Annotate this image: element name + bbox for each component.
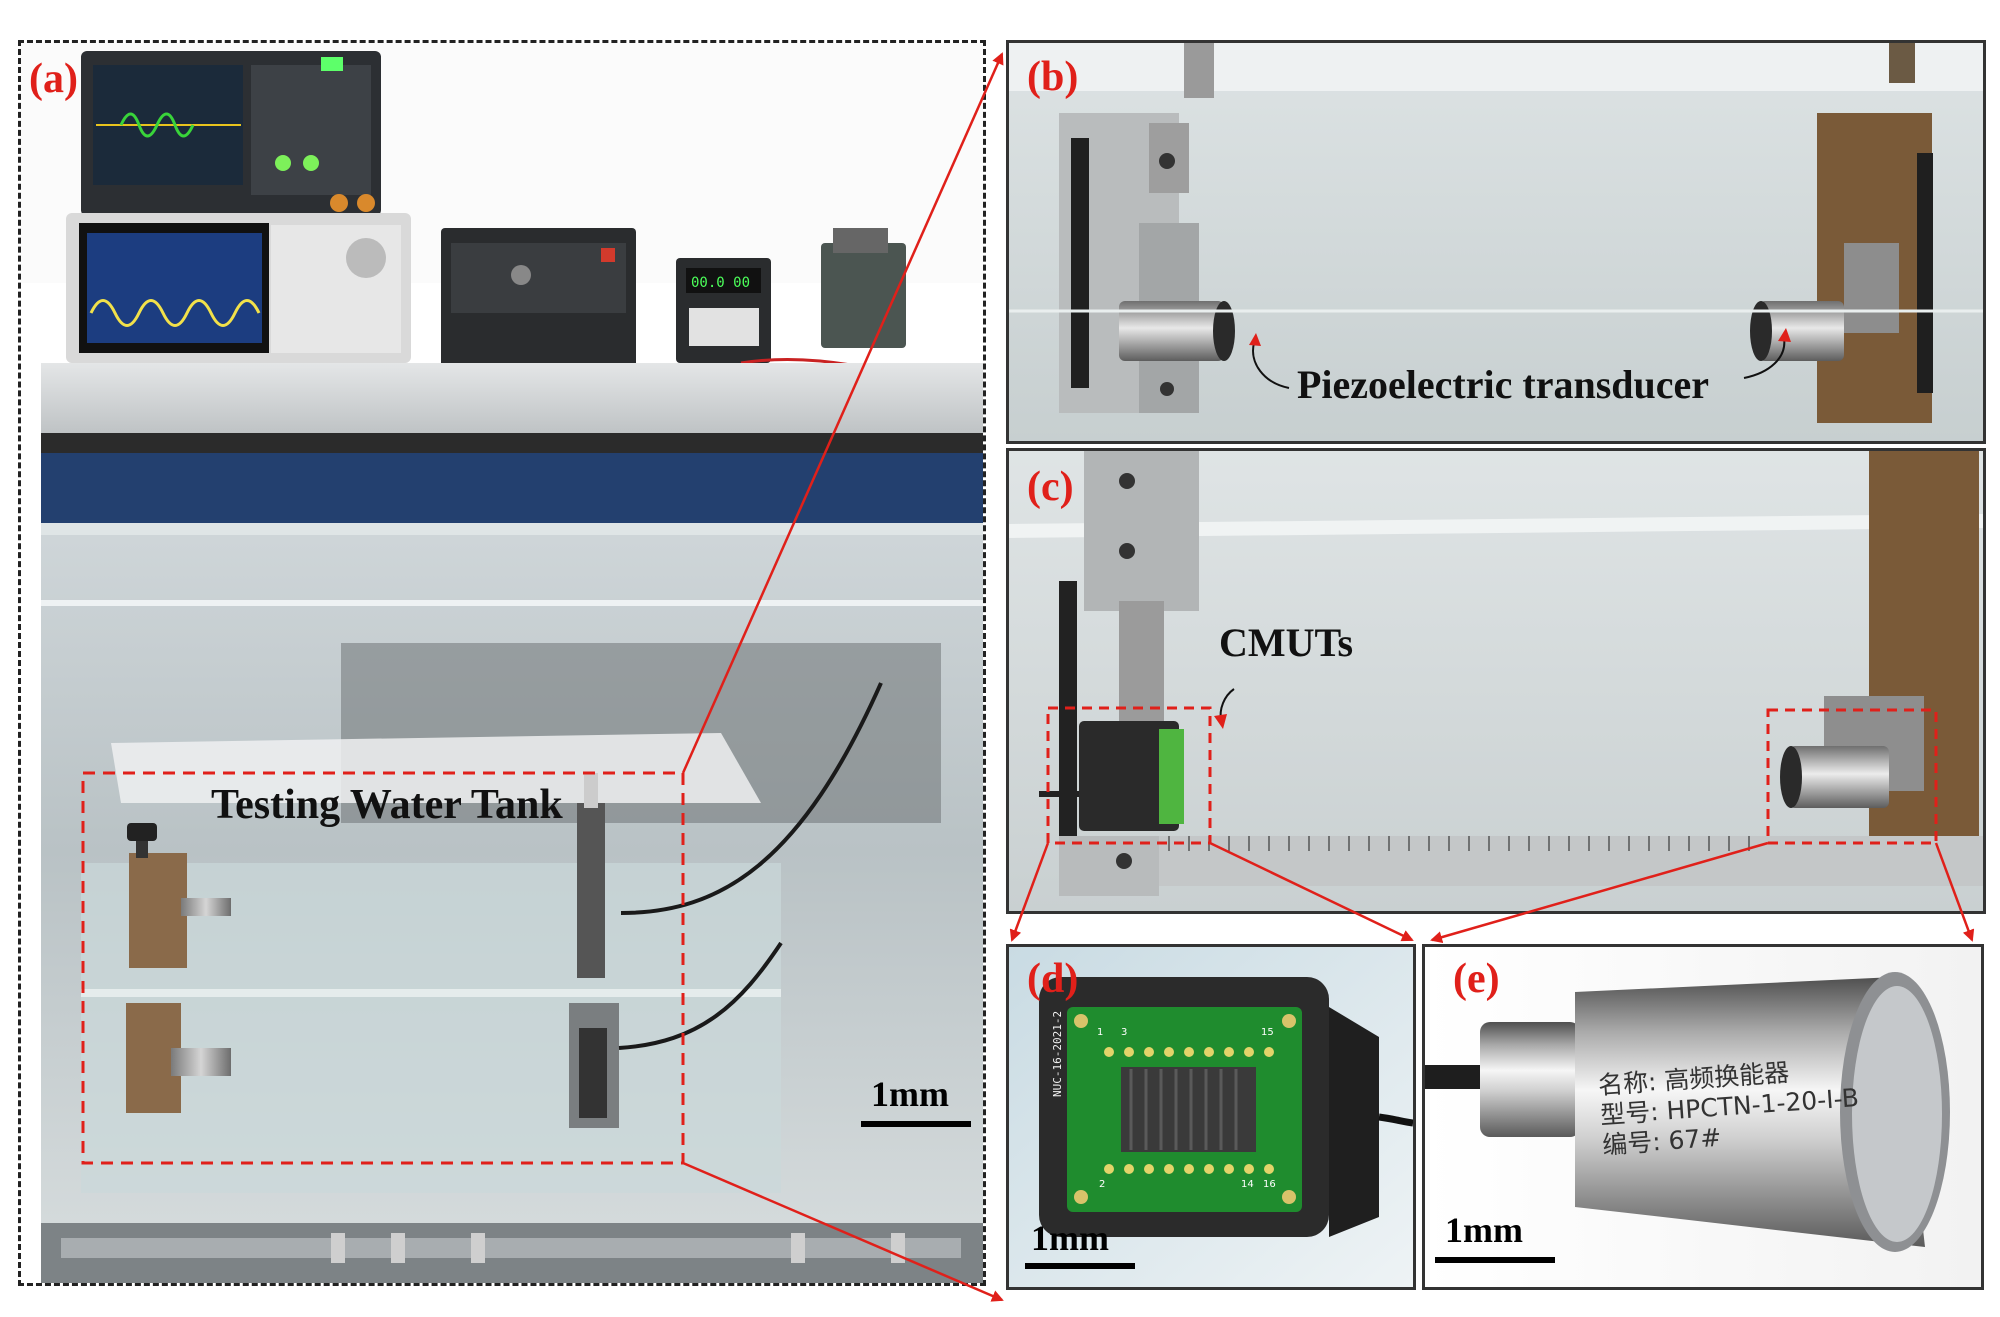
pcb-pin-2: 2 — [1099, 1179, 1106, 1190]
panel-e-photo — [1425, 947, 1981, 1287]
cmuts-caption: CMUTs — [1219, 620, 1354, 665]
panel-d-label: (d) — [1027, 956, 1079, 1002]
transducer-engraving: 名称: 高频换能器 型号: HPCTN-1-20-I-B 编号: 67# — [1597, 1053, 1862, 1161]
piezoelectric-transducer-caption: Piezoelectric transducer — [1297, 362, 1710, 407]
panel-e-scale-bar: 1mm — [1435, 1209, 1565, 1269]
pcb-serial-text: NUC-16-2021-2 — [1051, 1010, 1064, 1097]
testing-water-tank-caption: Testing Water Tank — [211, 782, 563, 828]
pcb-pin-3: 3 — [1121, 1027, 1128, 1038]
svg-text:00.0 00: 00.0 00 — [691, 275, 750, 291]
scale-bar-label: 1mm — [1031, 1218, 1109, 1258]
panel-c: (c) CMUTs — [1006, 448, 1986, 914]
panel-e-label: (e) — [1453, 956, 1500, 1002]
scale-bar-line — [1025, 1263, 1135, 1269]
panel-a: 00.0 00 — [18, 40, 986, 1286]
scale-bar-label: 1mm — [871, 1074, 949, 1114]
panel-a-label: (a) — [29, 56, 78, 102]
pcb-pin-14: 14 — [1241, 1179, 1254, 1190]
pcb-pin-1: 1 — [1097, 1027, 1104, 1038]
panel-d-scale-bar: 1mm — [1025, 1217, 1135, 1277]
pcb-pin-16: 16 — [1263, 1179, 1276, 1190]
scale-bar-label: 1mm — [1445, 1210, 1523, 1250]
panel-a-scale-bar: 1mm — [861, 1073, 971, 1133]
panel-e: 名称: 高频换能器 型号: HPCTN-1-20-I-B 编号: 67# (e)… — [1422, 944, 1984, 1290]
panel-d: NUC-16-2021-2 1 3 15 2 14 16 (d) 1mm — [1006, 944, 1416, 1290]
pcb-pin-15: 15 — [1261, 1027, 1274, 1038]
panel-a-photo: 00.0 00 — [21, 43, 983, 1283]
scale-bar-line — [861, 1121, 971, 1127]
panel-b-label: (b) — [1027, 54, 1079, 100]
panel-c-label: (c) — [1027, 464, 1074, 510]
scale-bar-line — [1435, 1257, 1555, 1263]
panel-b-photo — [1009, 43, 1983, 441]
panel-b: (b) Piezoelectric transducer — [1006, 40, 1986, 444]
panel-d-photo — [1009, 947, 1413, 1287]
panel-c-photo — [1009, 451, 1983, 911]
